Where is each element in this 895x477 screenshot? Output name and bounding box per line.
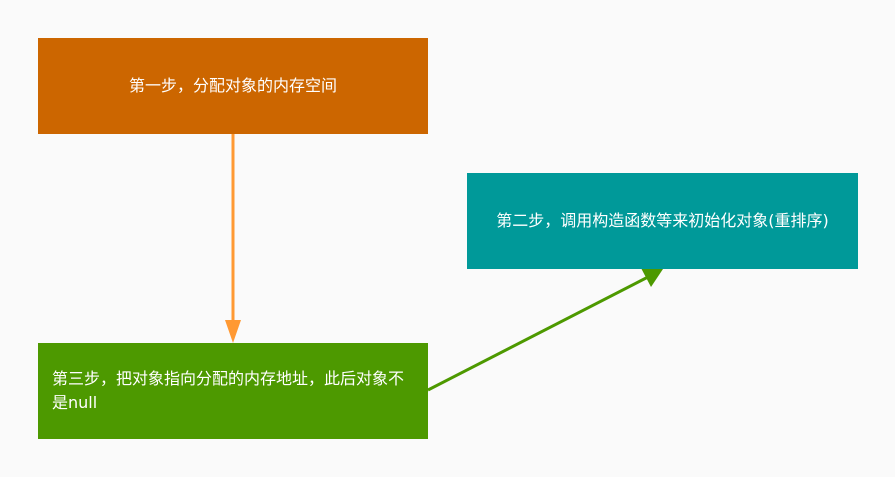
- node-step3: 第三步，把对象指向分配的内存地址，此后对象不是null: [38, 343, 428, 439]
- node-step1: 第一步，分配对象的内存空间: [38, 38, 428, 134]
- node-step3-label: 第三步，把对象指向分配的内存地址，此后对象不是null: [52, 369, 405, 412]
- arrowhead-step2: [641, 268, 663, 287]
- arrow-step3-to-step2: [427, 275, 649, 392]
- arrowhead-step3: [225, 320, 241, 343]
- node-step2-label: 第二步，调用构造函数等来初始化对象(重排序): [496, 211, 829, 230]
- node-step1-label: 第一步，分配对象的内存空间: [128, 76, 337, 95]
- node-step2: 第二步，调用构造函数等来初始化对象(重排序): [467, 173, 858, 269]
